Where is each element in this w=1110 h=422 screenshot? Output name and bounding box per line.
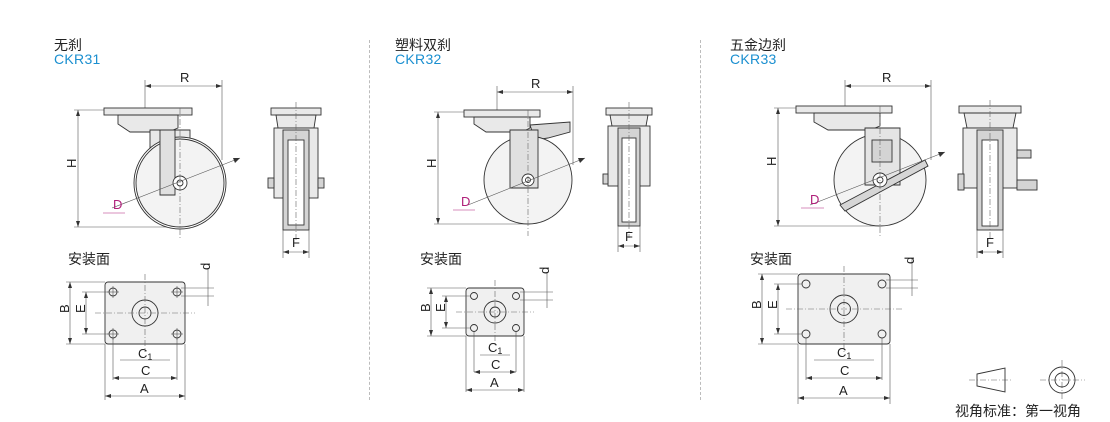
- mount-plate-drawing: B E d C1 C A: [418, 267, 553, 392]
- first-angle-projection-symbol: [969, 360, 1085, 400]
- dim-C1: C1: [138, 346, 152, 362]
- caster-panel-ckr31: 无刹 CKR31 安装面 R H D: [0, 0, 370, 422]
- caster-name: 五金边刹: [730, 37, 786, 53]
- dim-F: F: [986, 235, 994, 250]
- panel-divider: [700, 40, 701, 400]
- dim-C: C: [840, 363, 849, 378]
- dim-C: C: [491, 357, 500, 372]
- dim-C1: C1: [488, 340, 502, 356]
- dim-A: A: [839, 383, 848, 398]
- caster-panel-ckr32: 塑料双刹 CKR32 安装面 R H D: [370, 0, 700, 422]
- dim-C: C: [141, 363, 150, 378]
- caster-code: CKR33: [730, 51, 777, 67]
- panel-divider: [369, 40, 370, 400]
- caster-panel-ckr33: 五金边刹 CKR33 安装面 R H D: [700, 0, 1110, 422]
- dim-E: E: [73, 304, 88, 313]
- dim-d: d: [902, 257, 917, 264]
- dim-H: H: [424, 159, 439, 168]
- dim-R: R: [531, 76, 540, 91]
- dim-H: H: [64, 159, 79, 168]
- dim-F: F: [292, 235, 300, 250]
- side-view-drawing: R H D F: [424, 76, 653, 252]
- dim-C1: C1: [837, 345, 851, 361]
- dim-A: A: [490, 375, 499, 390]
- mount-plate-drawing: B E d C1 C A: [749, 257, 918, 404]
- dim-d: d: [198, 263, 213, 270]
- caster-name: 无刹: [54, 37, 82, 53]
- dim-B: B: [418, 303, 433, 312]
- dim-R: R: [180, 70, 189, 85]
- dim-E: E: [433, 303, 448, 312]
- dim-B: B: [749, 300, 764, 309]
- dim-E: E: [765, 300, 780, 309]
- mount-surface-label: 安装面: [420, 251, 462, 267]
- dim-H: H: [764, 157, 779, 166]
- dim-R: R: [882, 70, 891, 85]
- dim-d: d: [537, 267, 552, 274]
- side-view-drawing: R H D F: [764, 70, 1038, 258]
- dim-D: D: [113, 197, 122, 212]
- caster-code: CKR31: [54, 51, 101, 67]
- dim-A: A: [140, 381, 149, 396]
- mount-plate-drawing: B E d C1 C A: [57, 263, 214, 400]
- view-standard-label: 视角标准：第一视角: [955, 403, 1081, 419]
- dim-D: D: [461, 194, 470, 209]
- mount-surface-label: 安装面: [68, 251, 110, 267]
- dim-B: B: [57, 304, 72, 313]
- dim-D: D: [810, 192, 819, 207]
- caster-name: 塑料双刹: [395, 37, 451, 53]
- caster-code: CKR32: [395, 51, 442, 67]
- side-view-drawing: R H D: [64, 70, 325, 258]
- mount-surface-label: 安装面: [750, 251, 792, 267]
- dim-F: F: [625, 229, 633, 244]
